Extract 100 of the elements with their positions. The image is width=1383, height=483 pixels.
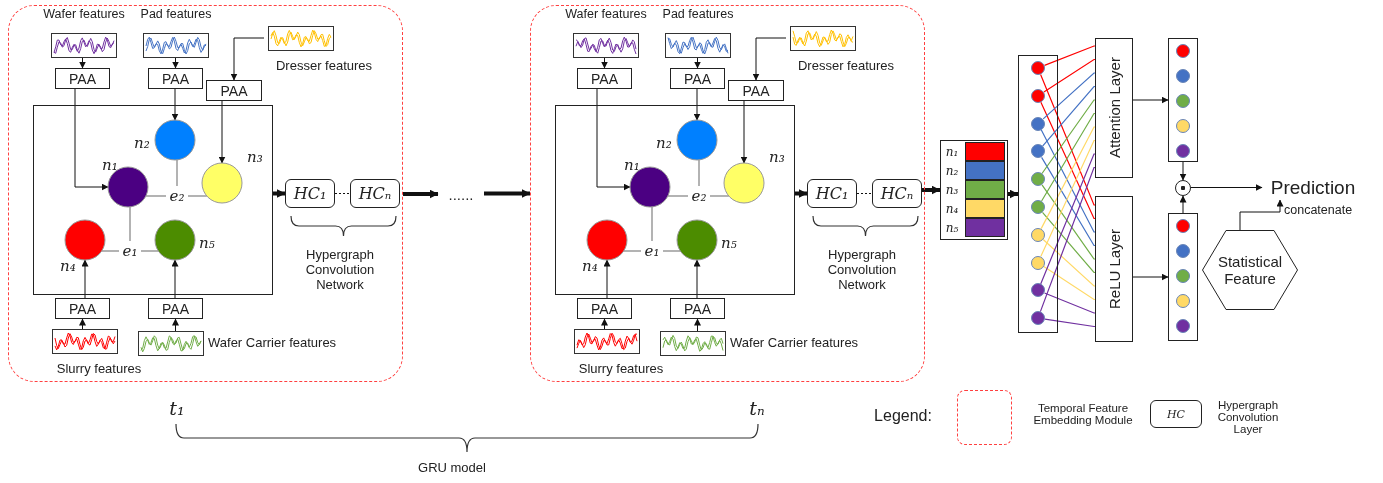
connector-line xyxy=(1042,238,1096,287)
connector-line xyxy=(1043,58,1096,93)
arrow xyxy=(273,189,286,198)
connector-line xyxy=(667,195,689,197)
arrow xyxy=(740,100,748,164)
time-label: tₙ xyxy=(748,396,766,421)
arrow xyxy=(1132,96,1169,104)
arrow xyxy=(171,88,179,121)
group-caption: GRU model xyxy=(417,458,487,476)
connector-line xyxy=(856,193,873,194)
process-box: PAA xyxy=(670,298,725,319)
connector-line xyxy=(1041,184,1096,260)
arrow xyxy=(403,189,439,199)
legend-title: Legend: xyxy=(873,406,933,426)
layer-box: ReLU Layer xyxy=(1095,196,1133,342)
connector-line xyxy=(1040,73,1096,206)
connector-line xyxy=(1041,99,1096,175)
arrow xyxy=(218,100,226,164)
graph-frame xyxy=(33,105,273,295)
hyperedge-label: e₁ xyxy=(119,241,141,261)
layer-box: HC₁ xyxy=(285,179,335,208)
hyperedge-label: e₁ xyxy=(641,241,663,261)
hyperedge-label: e₂ xyxy=(166,186,188,206)
vector-column xyxy=(1168,38,1198,162)
layer-box: HC xyxy=(1150,400,1202,428)
layer-box: HCₙ xyxy=(350,179,400,208)
connector-line xyxy=(1041,112,1096,202)
connector-line xyxy=(1040,139,1096,257)
node-label: n₂ xyxy=(656,134,673,154)
connector-line xyxy=(1043,265,1096,301)
layer-box: HC₁ xyxy=(807,179,857,208)
chart-title: Wafer Carrier features xyxy=(208,335,338,352)
arrow xyxy=(693,88,701,121)
node-label: n₅ xyxy=(721,234,738,254)
arrow xyxy=(693,259,701,299)
vector-column xyxy=(1168,213,1198,341)
connector-line xyxy=(187,195,208,197)
connector-line xyxy=(1043,45,1096,66)
layer-box: HCₙ xyxy=(872,179,922,208)
connector-line xyxy=(145,195,167,197)
arrow xyxy=(1190,184,1263,191)
chart-title: Wafer Carrier features xyxy=(730,335,860,352)
chart-title: Slurry features xyxy=(55,359,143,377)
arrow xyxy=(922,185,941,195)
time-label: t₁ xyxy=(168,396,186,421)
node-label: n₂ xyxy=(944,162,960,180)
process-box: PAA xyxy=(55,68,110,89)
connector-line xyxy=(651,206,653,242)
dot xyxy=(1031,255,1045,270)
graph-frame xyxy=(555,105,795,295)
layer-box: Attention Layer xyxy=(1095,38,1133,178)
node-label: n₃ xyxy=(769,148,786,168)
arrow xyxy=(81,259,89,299)
dot xyxy=(1176,69,1190,83)
connector-line xyxy=(1042,85,1096,147)
arrow xyxy=(172,57,179,69)
process-box: PAA xyxy=(206,80,262,101)
connector-line xyxy=(1040,101,1096,220)
connector-line xyxy=(334,193,351,194)
dot xyxy=(1031,311,1045,326)
legend-text: Hypergraph Convolution Layer xyxy=(1216,398,1280,437)
node-label: n₅ xyxy=(944,219,960,237)
chart-title: Pad features xyxy=(139,6,213,22)
connector-line xyxy=(1041,211,1096,274)
dot xyxy=(1031,172,1045,187)
dot xyxy=(1176,44,1190,58)
connector-line xyxy=(709,195,730,197)
chart-title: Dresser features xyxy=(274,56,374,74)
connector-line xyxy=(101,250,120,252)
dot xyxy=(1176,119,1190,133)
arrow xyxy=(601,57,608,69)
connector-line xyxy=(140,250,159,252)
module-frame xyxy=(530,5,925,382)
connector-line xyxy=(662,250,681,252)
arrow xyxy=(230,37,265,81)
node-label: n₄ xyxy=(944,200,960,218)
node-label: n₃ xyxy=(247,148,264,168)
dot xyxy=(1176,319,1190,333)
chart-title: Pad features xyxy=(661,6,735,22)
connector-line xyxy=(698,159,700,187)
dot xyxy=(1176,244,1190,258)
dot xyxy=(1031,61,1045,75)
arrow xyxy=(596,88,631,191)
node-label: n₂ xyxy=(134,134,151,154)
node-label: n₁ xyxy=(624,156,641,176)
connector-line xyxy=(1043,292,1096,314)
legend-text: Temporal Feature Embedding Module xyxy=(1032,401,1134,428)
process-box: PAA xyxy=(148,298,203,319)
node-label: n₄ xyxy=(60,257,77,277)
arrow xyxy=(603,259,611,299)
dot xyxy=(1176,219,1190,233)
node-label: n₁ xyxy=(102,156,119,176)
connector-line xyxy=(129,206,131,242)
chart-title: Dresser features xyxy=(796,56,896,74)
process-box: PAA xyxy=(577,68,632,89)
node-label: n₃ xyxy=(944,181,960,199)
connector-line xyxy=(1040,153,1096,285)
connector-line xyxy=(1044,318,1096,328)
arrow xyxy=(74,88,109,191)
dot xyxy=(1031,200,1045,214)
